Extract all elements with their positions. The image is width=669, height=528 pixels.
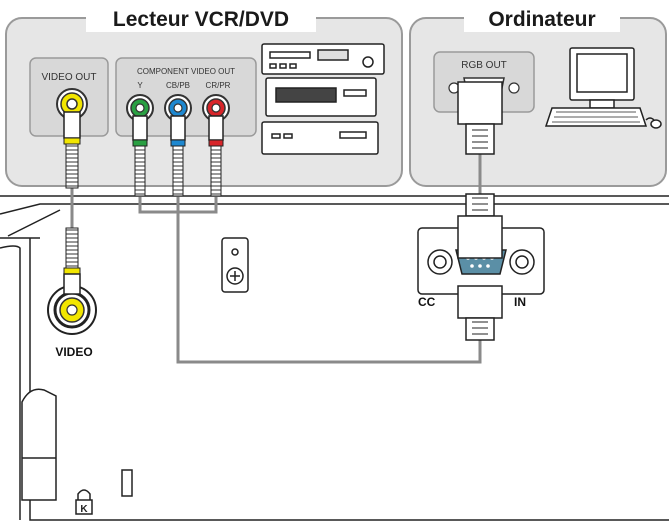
desktop-computer-icon (544, 47, 662, 129)
computer-in-label-left: CC (418, 295, 436, 309)
projector-body (0, 195, 669, 521)
vcr-dvd-title: Lecteur VCR/DVD (113, 8, 289, 31)
cb-pb-label: CB/PB (166, 81, 190, 90)
vcr-device-icon (261, 43, 385, 155)
computer-in-label-right: IN (514, 295, 526, 309)
rgb-cable-plug-bottom (457, 193, 503, 341)
component-y-jack (126, 94, 154, 122)
kensington-lock-icon: K (75, 489, 93, 515)
rgb-cable-plug-top (457, 81, 503, 155)
projector-video-label: VIDEO (55, 345, 92, 359)
svg-text:K: K (80, 504, 88, 515)
component-plug-cb (170, 115, 186, 197)
composite-video-cable (63, 111, 81, 295)
projector-foot-outline (21, 388, 57, 501)
vcr-dvd-panel: Lecteur VCR/DVD VIDEO OUT COMPONENT VIDE… (5, 4, 403, 187)
projector-video-jack (47, 285, 97, 335)
slot-icon (121, 469, 133, 497)
video-out-label: VIDEO OUT (41, 72, 96, 83)
rgb-out-label: RGB OUT (461, 60, 507, 71)
y-label: Y (137, 81, 143, 90)
component-cb-jack (164, 94, 192, 122)
component-cable-bundle (138, 152, 482, 364)
service-port-icon (221, 237, 249, 293)
component-video-out-label: COMPONENT VIDEO OUT (137, 67, 235, 76)
component-plug-cr (208, 115, 224, 197)
computer-title: Ordinateur (488, 8, 595, 31)
computer-panel: Ordinateur RGB OUT (409, 4, 667, 187)
cr-pr-label: CR/PR (206, 81, 231, 90)
component-plug-y (132, 115, 148, 197)
